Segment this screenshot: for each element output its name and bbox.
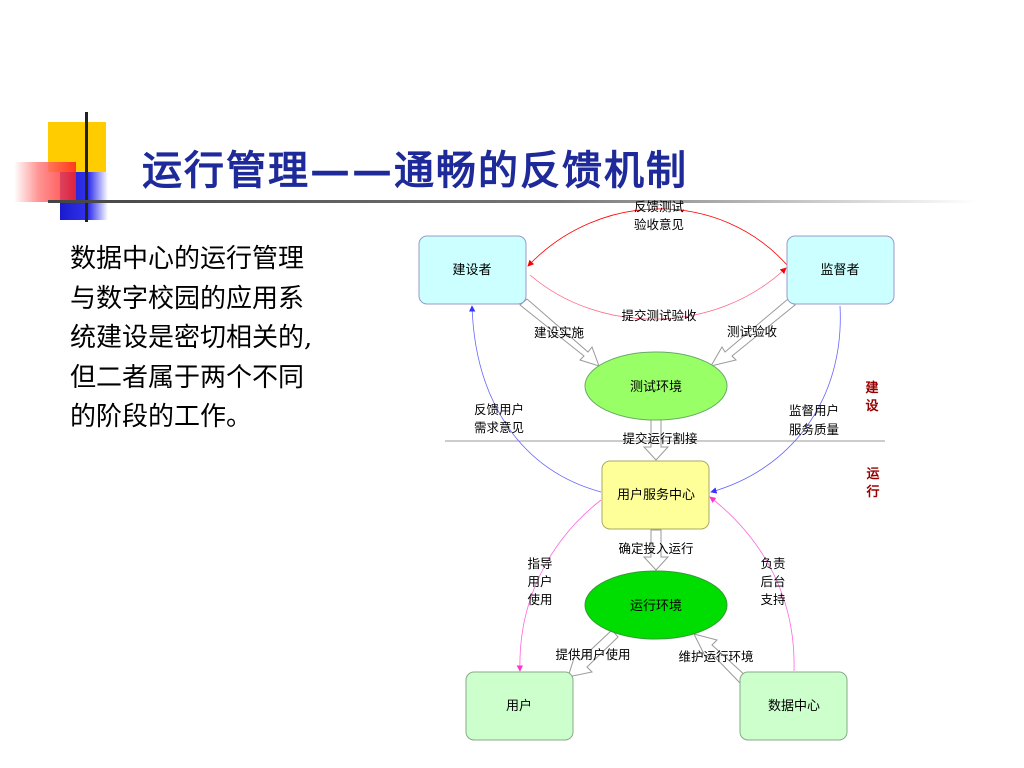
arrow-backend-support bbox=[709, 496, 795, 672]
edge-label: 监督用户 bbox=[789, 403, 839, 418]
deco-vertical-line bbox=[85, 112, 88, 222]
node-builder bbox=[418, 235, 527, 305]
arrow-feedback-user bbox=[468, 305, 602, 493]
block-arrow-maintain-env bbox=[693, 633, 748, 685]
node-user bbox=[465, 671, 574, 741]
block-arrow-confirm-run bbox=[642, 529, 670, 571]
phase-label-run: 行 bbox=[865, 484, 879, 500]
edge-label: 反馈用户 bbox=[474, 402, 524, 417]
node-test-env-label: 测试环境 bbox=[630, 380, 682, 395]
edge-label: 使用 bbox=[527, 592, 552, 607]
page-title: 运行管理——通畅的反馈机制 bbox=[142, 147, 688, 194]
edge-label: 提供用户使用 bbox=[555, 647, 630, 662]
edge-label: 提交运行割接 bbox=[622, 431, 698, 446]
node-service-center-label: 用户服务中心 bbox=[617, 487, 695, 503]
edge-label: 负责 bbox=[760, 556, 785, 571]
edge-label: 后台 bbox=[760, 574, 785, 589]
body-paragraph: 数据中心的运行管理 与数字校园的应用系 统建设是密切相关的, 但二者属于两个不同… bbox=[70, 240, 400, 438]
phase-label-build: 设 bbox=[865, 399, 879, 414]
node-datacenter bbox=[739, 671, 848, 741]
edge-label: 支持 bbox=[760, 592, 785, 607]
edge-label: 服务质量 bbox=[789, 422, 839, 437]
node-supervisor bbox=[786, 235, 895, 305]
deco-red-square bbox=[14, 162, 76, 202]
body-line: 统建设是密切相关的, bbox=[70, 323, 313, 353]
phase-label-run: 运 bbox=[866, 467, 879, 482]
block-arrow-build-impl bbox=[519, 298, 600, 367]
block-arrow-submit-cutover bbox=[642, 419, 670, 461]
node-run-env bbox=[584, 570, 728, 640]
node-run-env-label: 运行环境 bbox=[630, 599, 682, 614]
edge-label: 建设实施 bbox=[534, 325, 585, 340]
edge-label: 维护运行环境 bbox=[678, 649, 753, 664]
edge-label: 反馈测试 bbox=[634, 199, 685, 214]
edge-label: 提交测试验收 bbox=[621, 308, 697, 323]
phase-label-build: 建 bbox=[865, 380, 878, 396]
edge-label: 指导 bbox=[527, 556, 552, 571]
edge-label: 用户 bbox=[527, 574, 552, 589]
node-builder-label: 建设者 bbox=[452, 263, 491, 278]
body-line: 与数字校园的应用系 bbox=[70, 283, 305, 314]
edge-label: 需求意见 bbox=[474, 420, 524, 435]
node-user-label: 用户 bbox=[506, 698, 532, 714]
edge-label: 测试验收 bbox=[727, 324, 778, 339]
block-arrow-provide-use bbox=[567, 629, 619, 678]
node-service-center bbox=[601, 460, 710, 530]
arrow-submit-test bbox=[529, 267, 787, 320]
arrow-feedback-test bbox=[527, 208, 788, 267]
node-supervisor-label: 监督者 bbox=[820, 263, 859, 278]
body-line: 的阶段的工作。 bbox=[70, 402, 253, 432]
body-line: 但二者属于两个不同 bbox=[70, 362, 305, 393]
edge-label: 确定投入运行 bbox=[618, 541, 693, 556]
body-line: 数据中心的运行管理 bbox=[70, 244, 305, 274]
node-datacenter-label: 数据中心 bbox=[768, 699, 820, 714]
block-arrow-test-accept bbox=[709, 298, 796, 367]
edge-label: 验收意见 bbox=[634, 217, 684, 232]
node-test-env bbox=[584, 351, 728, 421]
arrow-supervise-service bbox=[710, 305, 841, 494]
title-underline bbox=[48, 200, 978, 203]
arrow-guide-user bbox=[516, 499, 602, 672]
